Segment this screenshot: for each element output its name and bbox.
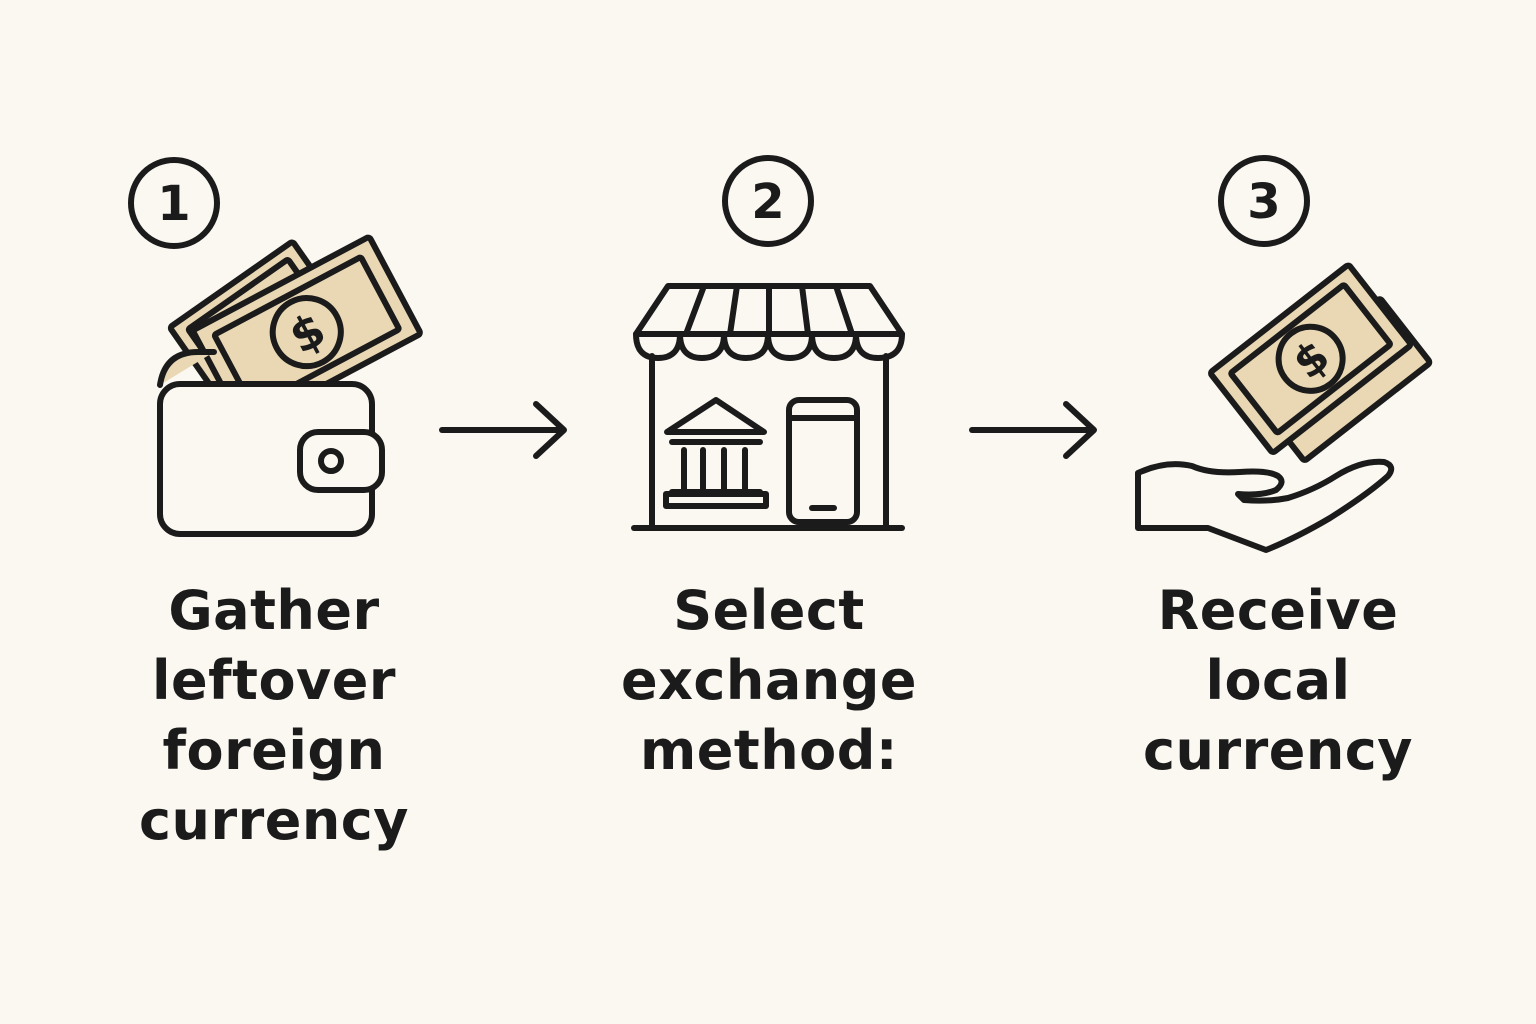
step-2-badge: 2: [722, 155, 814, 247]
step-2-label-line: Select: [673, 579, 865, 642]
step-1-label: Gather leftover foreign currency: [84, 576, 464, 856]
step-2-number: 2: [751, 174, 784, 230]
step-1-label-line: Gather: [168, 579, 380, 642]
step-3-label-line: local: [1205, 649, 1351, 712]
step-1-label-line: foreign: [162, 719, 386, 782]
step-1-label-line: leftover: [152, 649, 396, 712]
step-3-number: 3: [1247, 174, 1280, 230]
arrow-right-icon: [439, 401, 567, 459]
step-2-label-line: method:: [640, 719, 898, 782]
step-2-label-line: exchange: [620, 649, 918, 712]
arrow-right-icon: [969, 401, 1097, 459]
step-2-label: Select exchange method:: [579, 576, 959, 786]
wallet-with-cash-icon: $: [157, 234, 423, 537]
step-1-badge: 1: [128, 157, 220, 249]
step-3-label-line: Receive: [1157, 579, 1399, 642]
step-1-label-line: currency: [139, 789, 409, 852]
step-1-number: 1: [157, 176, 190, 232]
step-3-badge: 3: [1218, 155, 1310, 247]
exchange-storefront-icon: [631, 283, 905, 531]
hand-receiving-cash-icon: $: [1135, 262, 1433, 553]
step-3-label: Receive local currency: [1088, 576, 1468, 786]
step-3-label-line: currency: [1143, 719, 1413, 782]
